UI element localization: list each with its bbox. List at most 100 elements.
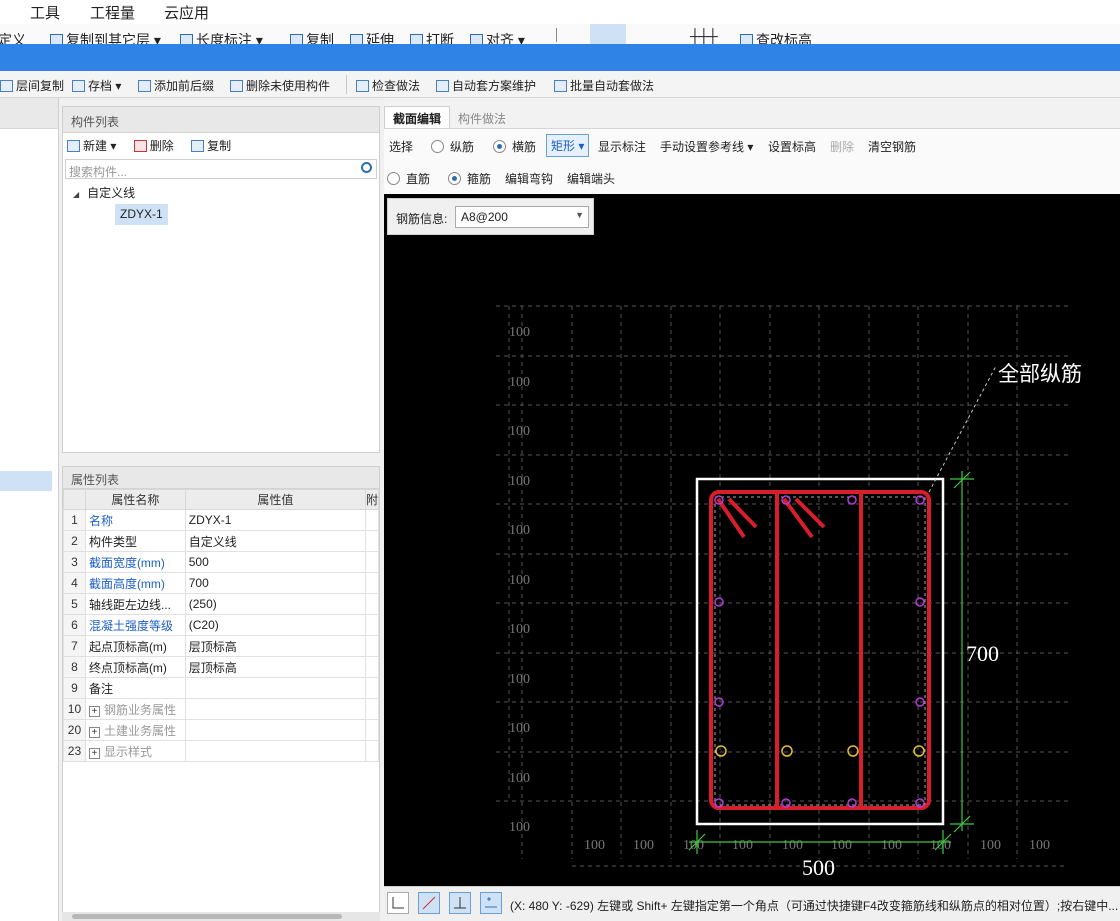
clear-rebar-button[interactable]: 清空钢筋 — [868, 140, 917, 154]
radio-icon — [387, 172, 400, 185]
transverse-radio[interactable]: 横筋 — [493, 138, 536, 155]
perpendicular-icon — [454, 897, 466, 909]
rebar-points — [715, 745, 925, 757]
ribbon-break[interactable]: 打断 — [410, 30, 454, 44]
section-drawing[interactable]: 100 100 100 100 100 100 100 100 100 100 … — [384, 194, 1120, 886]
tab-section-edit[interactable]: 截面编辑 — [384, 106, 451, 130]
perpendicular-toggle[interactable] — [449, 892, 471, 914]
menu-cloud[interactable]: 云应用 — [164, 5, 210, 22]
grid-label: 100 — [509, 622, 530, 637]
grid-icon[interactable]: ┼┼┼ — [690, 28, 718, 44]
component-list-title: 构件列表 — [63, 107, 379, 133]
tree-root-node[interactable]: ◢自定义线 — [73, 186, 136, 200]
tree-leaf-node[interactable]: ZDYX-1 — [73, 204, 379, 225]
dynamic-input-icon — [485, 897, 497, 908]
ribbon-copy[interactable]: 复制 — [290, 30, 334, 44]
copy-button[interactable]: 复制 — [191, 137, 231, 154]
editor-tabs: 截面编辑构件做法 — [384, 106, 514, 130]
ribbon-define[interactable]: 定义 — [0, 32, 26, 44]
ribbon-tool-a[interactable] — [556, 28, 576, 42]
straight-bar-radio[interactable]: 直筋 — [387, 170, 430, 187]
table-row[interactable]: 10+钢筋业务属性 — [63, 698, 380, 720]
longitudinal-radio[interactable]: 纵筋 — [431, 138, 474, 155]
grid-label: 100 — [509, 523, 530, 538]
grid-label: 100 — [732, 838, 753, 853]
ortho-toggle[interactable] — [387, 892, 409, 914]
grid-label: 100 — [633, 838, 654, 853]
rebar-info-select[interactable]: A8@200▼ — [455, 206, 589, 228]
property-list-title: 属性列表 — [63, 467, 379, 489]
ribbon-length-dim[interactable]: 长度标注 ▾ — [180, 30, 263, 44]
ribbon-check-elevation[interactable]: 查改标高 — [740, 30, 812, 44]
search-icon[interactable] — [361, 162, 372, 173]
component-list-panel: 构件列表 新建 ▾ 删除 复制 搜索构件... ◢自定义线 ZDYX-1 — [62, 106, 380, 453]
edit-hook-button[interactable]: 编辑弯钩 — [505, 172, 554, 186]
grid-label: 100 — [930, 838, 951, 853]
menu-quantity[interactable]: 工程量 — [90, 5, 136, 22]
show-label-button[interactable]: 显示标注 — [598, 140, 647, 154]
menu-tools[interactable]: 工具 — [30, 5, 61, 22]
expand-icon[interactable]: + — [88, 705, 100, 717]
status-text: (X: 480 Y: -629) 左键或 Shift+ 左键指定第一个角点（可通… — [510, 899, 1119, 913]
grid-labels: 100 100 100 100 100 100 100 100 100 100 … — [509, 325, 1050, 853]
set-elevation-button[interactable]: 设置标高 — [768, 140, 817, 154]
check-method-button[interactable]: 检查做法 — [356, 77, 420, 94]
tab-component-method[interactable]: 构件做法 — [458, 112, 507, 126]
dropdown-arrow-icon[interactable]: ▼ — [575, 210, 584, 220]
ribbon-tool-active[interactable] — [590, 24, 626, 44]
col-prop-name: 属性名称 — [84, 489, 186, 510]
archive-button[interactable]: 存档 ▾ — [72, 77, 121, 94]
delete-unused-button[interactable]: 删除未使用构件 — [230, 77, 330, 94]
expand-icon[interactable]: + — [88, 747, 100, 759]
height-dimension — [950, 471, 974, 833]
navigation-selected-item[interactable] — [0, 471, 52, 491]
ribbon-align[interactable]: 对齐 ▾ — [470, 30, 525, 44]
scrollbar-thumb[interactable] — [72, 914, 342, 919]
editor-toolbar-row1: 选择 纵筋 横筋 矩形 ▾ 显示标注 手动设置参考线 ▾ 设置标高 删除 清空钢… — [384, 128, 1120, 161]
property-header-row: 属性名称 属性值 附 — [63, 489, 380, 510]
table-row[interactable]: 20+土建业务属性 — [63, 719, 380, 741]
toolbar-separator — [346, 75, 347, 94]
grid-label: 100 — [509, 820, 530, 835]
radio-selected-icon — [448, 172, 461, 185]
archive-icon — [72, 80, 85, 92]
component-search-input[interactable]: 搜索构件... — [65, 159, 377, 179]
property-horizontal-scrollbar[interactable] — [62, 912, 380, 921]
shape-dropdown[interactable]: 矩形 ▾ — [546, 134, 590, 157]
inner-stirrup — [775, 490, 863, 810]
ribbon-copy-to-floor[interactable]: 复制到其它层 ▾ — [50, 30, 161, 44]
auto-scheme-button[interactable]: 自动套方案维护 — [436, 77, 536, 94]
table-row[interactable]: 23+显示样式 — [63, 740, 380, 762]
expand-icon[interactable]: + — [88, 726, 100, 738]
ribbon-extend[interactable]: 延伸 — [350, 30, 394, 44]
dynamic-input-toggle[interactable] — [480, 892, 502, 914]
section-outline — [695, 477, 945, 826]
rebar-info-box: 钢筋信息: A8@200▼ — [387, 198, 594, 235]
stirrup-radio[interactable]: 箍筋 — [448, 170, 491, 187]
col-prop-value: 属性值 — [184, 489, 366, 510]
collapse-icon[interactable]: ◢ — [73, 190, 80, 199]
snap-toggle[interactable] — [418, 892, 440, 914]
manual-ref-line-button[interactable]: 手动设置参考线 ▾ — [660, 140, 754, 154]
select-tool[interactable]: 选择 — [389, 140, 414, 154]
add-prefix-button[interactable]: 添加前后缀 — [138, 77, 214, 94]
edit-end-button[interactable]: 编辑端头 — [567, 172, 616, 186]
delete-rebar-button[interactable]: 删除 — [830, 140, 855, 154]
delete-unused-icon — [230, 80, 243, 92]
grid-label: 100 — [584, 838, 605, 853]
drawing-canvas[interactable]: 100 100 100 100 100 100 100 100 100 100 … — [384, 194, 1120, 886]
delete-button[interactable]: 删除 — [133, 137, 174, 154]
grid-lines — [496, 305, 1068, 867]
batch-auto-button[interactable]: 批量自动套做法 — [554, 77, 654, 94]
floor-copy-button[interactable]: 层间复制 — [0, 77, 64, 94]
new-button[interactable]: 新建 ▾ — [67, 137, 116, 154]
